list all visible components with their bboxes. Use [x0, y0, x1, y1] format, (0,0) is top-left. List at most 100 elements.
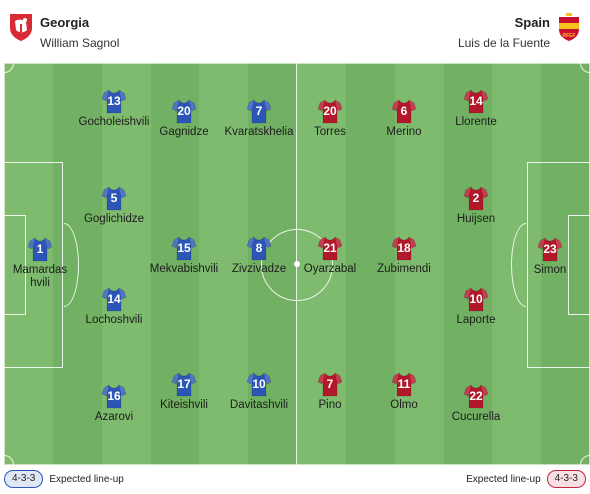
home-coach-name: William Sagnol: [40, 36, 120, 50]
player-name: Azarovi: [94, 411, 134, 423]
player-name: Huijsen: [456, 213, 496, 225]
pitch-stripe: [394, 63, 444, 465]
pitch-stripe: [150, 63, 200, 465]
home-player-shirt: 16: [101, 383, 127, 409]
shirt-number: 7: [326, 377, 334, 391]
home-player-shirt: 1: [27, 236, 53, 262]
jersey-icon: [246, 236, 272, 261]
svg-text:RFEF: RFEF: [562, 33, 575, 39]
georgia-crest-icon: [10, 14, 32, 41]
player-name: Lochoshvili: [85, 314, 143, 326]
home-player-shirt: 8: [246, 235, 272, 261]
shirt-number: 14: [469, 94, 483, 108]
jersey-icon: [463, 287, 489, 312]
home-formation-footer: 4-3-3 Expected line-up: [4, 470, 124, 488]
away-player-shirt: 22: [463, 383, 489, 409]
away-player-shirt: 21: [317, 235, 343, 261]
shirt-number: 18: [397, 241, 411, 255]
shirt-number: 7: [255, 104, 263, 118]
away-formation-badge: 4-3-3: [546, 470, 586, 488]
jersey-icon: [101, 186, 127, 211]
away-goal-area: [568, 215, 590, 315]
player-name: Cucurella: [451, 411, 501, 423]
shirt-number: 15: [177, 241, 191, 255]
away-player-shirt: 14: [463, 88, 489, 114]
pitch-stripe: [199, 63, 249, 465]
away-lineup-label: Expected line-up: [466, 473, 541, 485]
home-player-shirt: 5: [101, 185, 127, 211]
home-player-shirt: 15: [171, 235, 197, 261]
jersey-icon: [463, 89, 489, 114]
jersey-icon: [171, 99, 197, 124]
player-name: Goglichidze: [83, 213, 145, 225]
player-name: Kvaratskhelia: [224, 126, 294, 138]
jersey-icon: [317, 372, 343, 397]
away-player-shirt: 7: [317, 371, 343, 397]
shirt-number: 20: [323, 104, 337, 118]
shirt-number: 20: [177, 104, 191, 118]
jersey-icon: [391, 99, 417, 124]
away-player-shirt: 6: [391, 98, 417, 124]
shirt-number: 22: [469, 389, 483, 403]
jersey-icon: [463, 186, 489, 211]
player-name: Simon: [533, 264, 567, 276]
player-name: Kiteishvili: [160, 399, 208, 411]
jersey-icon: [317, 99, 343, 124]
home-player-shirt: 17: [171, 371, 197, 397]
shirt-number: 10: [469, 292, 483, 306]
jersey-icon: [463, 384, 489, 409]
player-name: Davitashvili: [229, 399, 289, 411]
shirt-number: 6: [400, 104, 408, 118]
player-name: Zubimendi: [377, 263, 431, 275]
pitch-stripe: [541, 63, 590, 465]
away-team-name[interactable]: Spain: [514, 15, 550, 30]
home-player-shirt: 10: [246, 371, 272, 397]
shirt-number: 23: [543, 242, 557, 256]
pitch-stripe: [4, 63, 54, 465]
away-player-shirt: 10: [463, 286, 489, 312]
center-spot: [294, 261, 300, 267]
jersey-icon: [537, 237, 563, 262]
shirt-number: 2: [472, 191, 480, 205]
jersey-icon: [391, 236, 417, 261]
shirt-number: 10: [252, 377, 266, 391]
player-name: Gocholeishvili: [78, 116, 150, 128]
player-name: Llorente: [455, 116, 497, 128]
jersey-icon: [27, 237, 53, 262]
away-player-shirt: 23: [537, 236, 563, 262]
home-player-shirt: 7: [246, 98, 272, 124]
home-player-shirt: 13: [101, 88, 127, 114]
jersey-icon: [317, 236, 343, 261]
player-name: Mekvabishvili: [149, 263, 219, 275]
player-name: Gagnidze: [159, 126, 209, 138]
shirt-number: 14: [107, 292, 121, 306]
jersey-icon: [171, 372, 197, 397]
jersey-icon: [101, 287, 127, 312]
jersey-icon: [101, 384, 127, 409]
player-name: Torres: [314, 126, 346, 138]
away-player-shirt: 2: [463, 185, 489, 211]
home-team-name[interactable]: Georgia: [40, 15, 90, 30]
